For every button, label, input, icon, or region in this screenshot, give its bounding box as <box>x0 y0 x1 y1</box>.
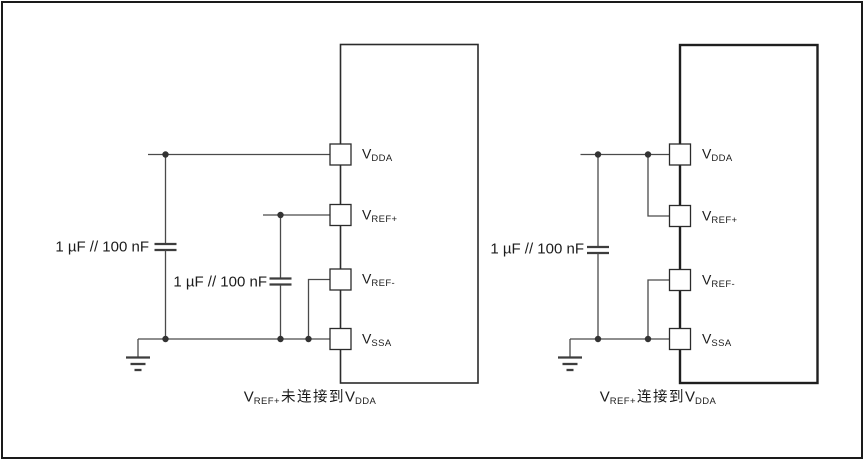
capacitor-value-label: 1 µF // 100 nF <box>490 240 584 258</box>
chip-outline-right <box>678 43 819 385</box>
pin-label-vref-minus: VREF- <box>702 271 736 290</box>
vrefm-ground-link <box>307 278 330 339</box>
junction-dot <box>277 335 284 343</box>
capacitor-symbol <box>269 277 292 286</box>
pin-label-vdda: VDDA <box>362 145 393 164</box>
capacitor-symbol <box>154 242 177 252</box>
pin-label-vssa: VSSA <box>362 330 392 349</box>
junction-dot <box>162 335 169 343</box>
pin-box-vssa <box>668 327 692 351</box>
ground-icon <box>126 339 150 372</box>
pin-label-vref-minus: VREF- <box>362 270 396 289</box>
right-diagram <box>558 43 819 385</box>
pin-box-vdda <box>668 143 692 166</box>
junction-dot <box>305 335 312 343</box>
pin-label-vref-plus: VREF+ <box>702 207 738 226</box>
pin-box-vssa <box>329 327 352 351</box>
capacitor-value-label: 1 µF // 100 nF <box>173 273 267 290</box>
pin-box-vref-minus <box>668 268 692 292</box>
right-diagram-caption: VREF+连接到VDDA <box>599 388 717 407</box>
left-diagram <box>126 43 479 384</box>
vrefp-vdda-link <box>647 154 670 217</box>
junction-dot <box>162 151 169 158</box>
pin-label-vref-plus: VREF+ <box>362 206 398 225</box>
chip-outline-left <box>339 43 479 384</box>
left-diagram-caption: VREF+未连接到VDDA <box>243 388 377 407</box>
pin-box-vref-minus <box>329 268 352 291</box>
capacitor-symbol <box>587 245 609 255</box>
junction-dot <box>277 211 284 219</box>
pin-box-vref-plus <box>329 203 352 227</box>
pin-box-vdda <box>329 143 352 166</box>
junction-dot <box>644 151 652 158</box>
junction-dot <box>644 335 652 343</box>
vrefm-ground-link <box>647 279 670 339</box>
pin-label-vdda: VDDA <box>702 145 733 164</box>
pin-box-vref-plus <box>668 204 692 228</box>
capacitor-value-label: 1 µF // 100 nF <box>55 238 149 255</box>
junction-dot <box>594 335 602 343</box>
ground-icon <box>558 339 582 372</box>
pin-label-vssa: VSSA <box>702 330 732 349</box>
junction-dot <box>594 151 602 158</box>
